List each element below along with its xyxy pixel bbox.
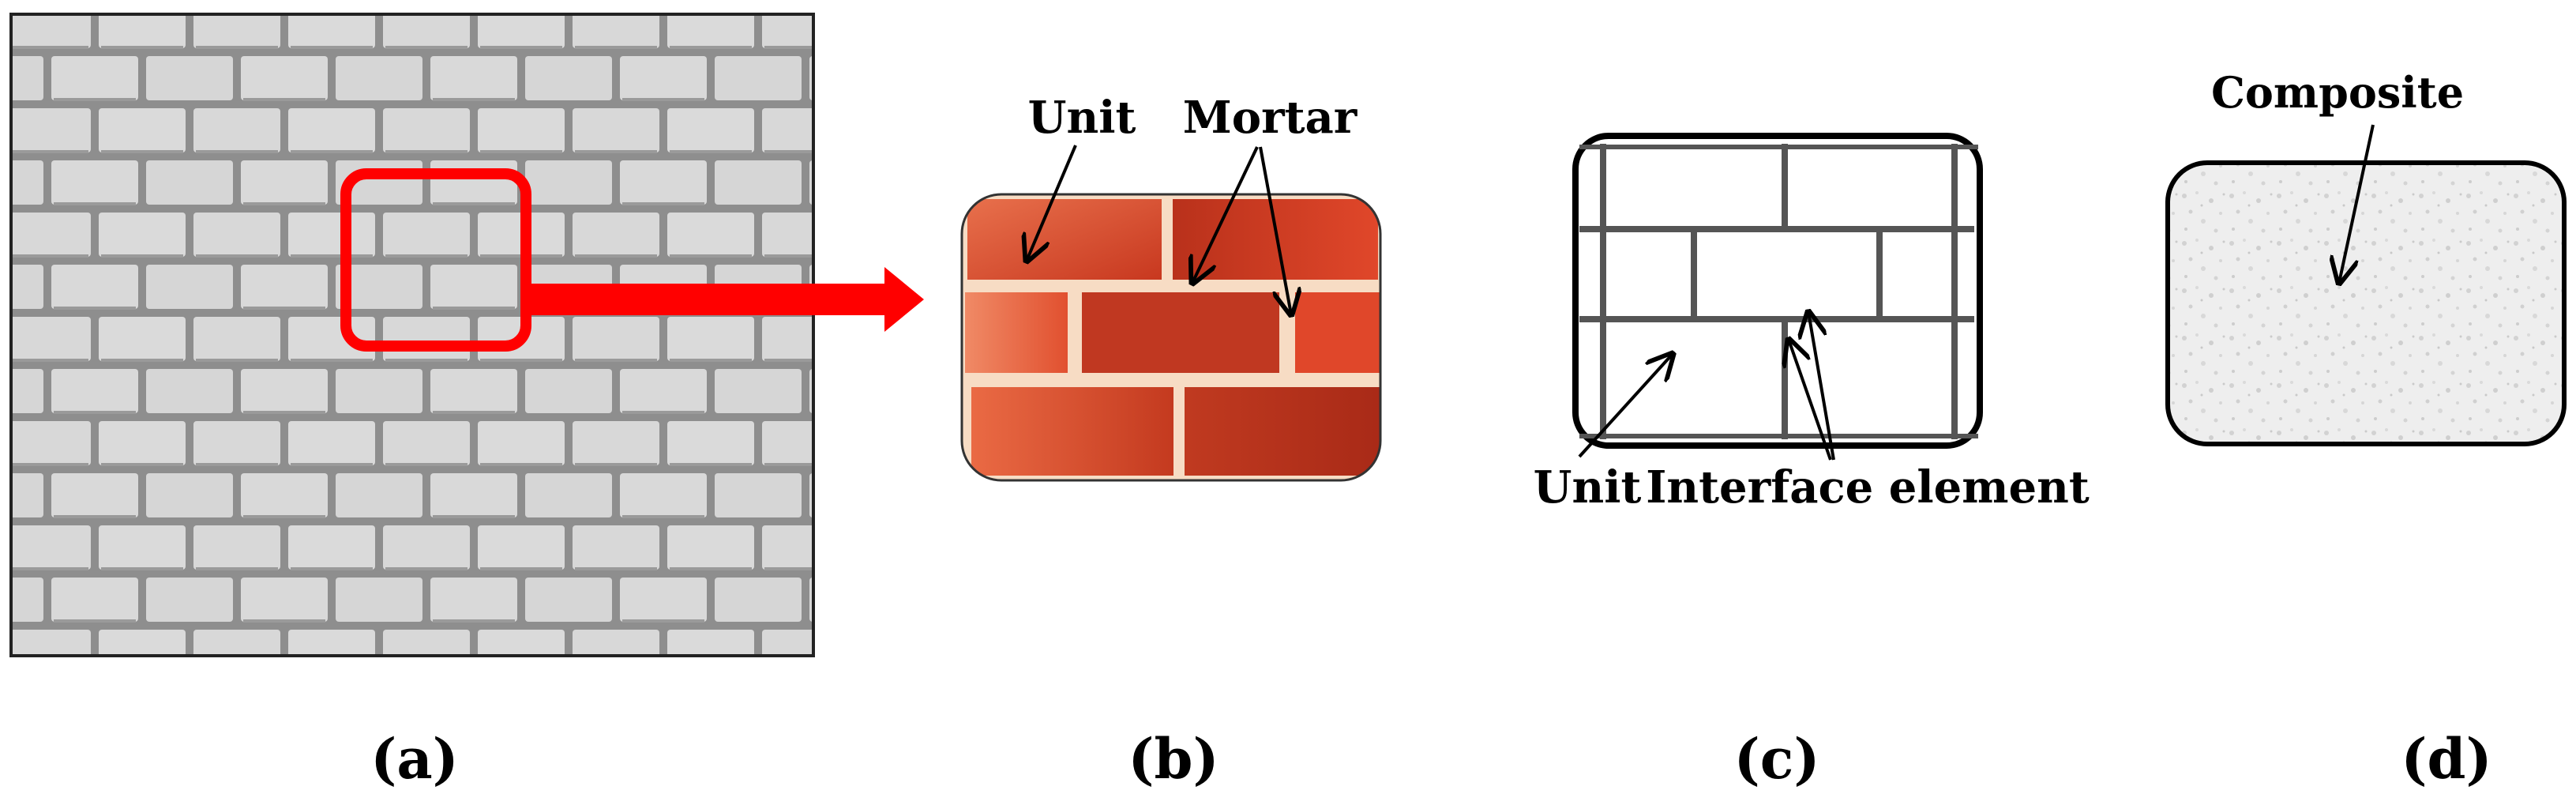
pointer-arrow-icon (1027, 145, 1077, 261)
label-unit-c: Unit (1534, 461, 1642, 514)
pointer-arrow-icon (1808, 312, 1835, 461)
pointer-arrow-icon (1259, 146, 1291, 314)
caption-c: (c) (1734, 726, 1820, 792)
brick-unit (965, 292, 1068, 373)
panel-c: Unit Interface element (c) (1534, 133, 2090, 792)
brick-unit (967, 199, 1162, 280)
pointer-arrow-icon (1192, 146, 1259, 283)
caption-d: (d) (2401, 726, 2492, 792)
label-interface-element: Interface element (1646, 461, 2090, 514)
masonry-wall-image (9, 13, 815, 657)
label-unit-b: Unit (1028, 92, 1136, 144)
panel-d: Composite (d) (2165, 67, 2567, 792)
caption-a: (a) (370, 726, 459, 792)
panel-a: (a) (9, 13, 924, 792)
brick-unit (1185, 387, 1380, 476)
composite-block (2165, 160, 2567, 446)
pointer-arrow-icon (1789, 340, 1832, 461)
brick-unit (1082, 292, 1279, 373)
selection-highlight-box (340, 168, 531, 352)
panel-c-frame (1572, 133, 1983, 449)
brick-unit (1295, 292, 1380, 373)
pointer-arrow-icon (2339, 124, 2375, 283)
label-composite: Composite (2211, 67, 2464, 118)
label-mortar: Mortar (1183, 92, 1358, 144)
brick-unit (1173, 199, 1378, 280)
caption-b: (b) (1128, 726, 1219, 792)
brick-unit (971, 387, 1173, 476)
pointer-arrow-icon (1578, 354, 1673, 458)
panel-b: Unit Mortar (b) (960, 92, 1382, 792)
arrow-right-icon (528, 267, 924, 332)
panel-b-frame (960, 193, 1382, 482)
